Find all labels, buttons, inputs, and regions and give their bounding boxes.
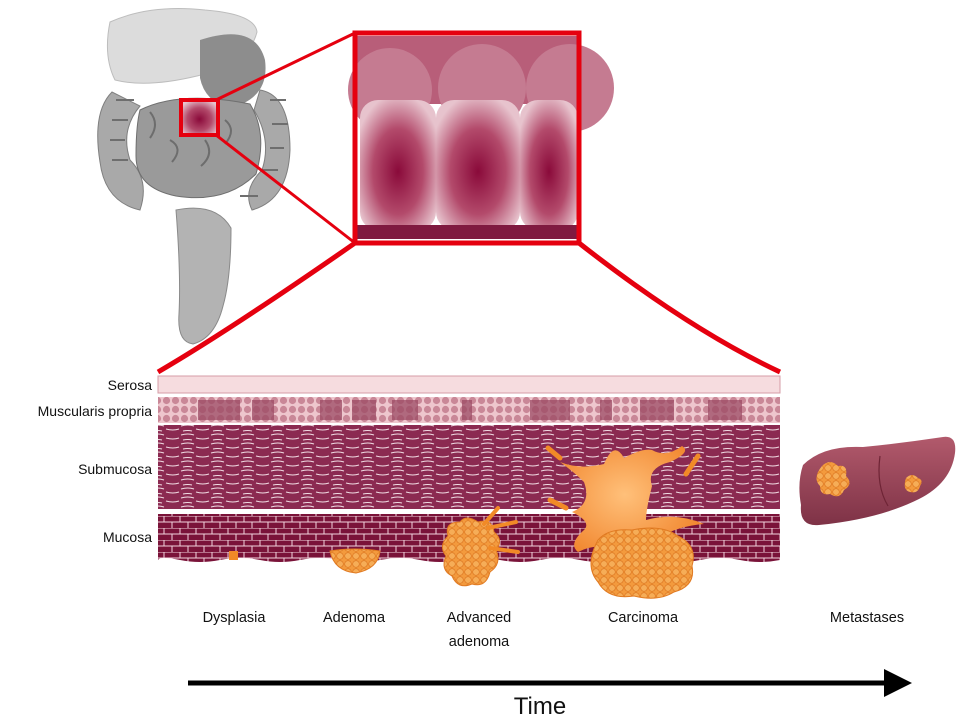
- label-metastases: Metastases: [815, 606, 919, 630]
- digestive-organs-illustration: [98, 9, 290, 345]
- zoom-flare-right: [579, 243, 780, 372]
- submucosa-layer: [158, 425, 780, 509]
- label-advanced-adenoma-line1: Advanced: [434, 606, 524, 630]
- label-advanced-adenoma-line2: adenoma: [434, 630, 524, 654]
- label-carcinoma: Carcinoma: [596, 606, 690, 630]
- label-dysplasia: Dysplasia: [194, 606, 274, 630]
- magnified-colon-segment: [348, 33, 614, 243]
- label-adenoma: Adenoma: [312, 606, 396, 630]
- label-mucosa: Mucosa: [0, 529, 152, 545]
- label-serosa: Serosa: [0, 377, 152, 393]
- zoom-source-box: [181, 100, 218, 135]
- stomach-shape: [200, 34, 266, 108]
- dysplasia-lesion: [229, 551, 238, 560]
- rectum-shape: [176, 208, 231, 344]
- label-advanced-adenoma: Advanced adenoma: [434, 606, 524, 654]
- label-time: Time: [500, 693, 580, 721]
- label-submucosa: Submucosa: [0, 461, 152, 477]
- adenoma-lesion: [330, 549, 380, 573]
- metastatic-liver: [799, 437, 955, 525]
- label-muscularis-propria: Muscularis propria: [0, 403, 152, 419]
- serosa-layer: [158, 376, 780, 393]
